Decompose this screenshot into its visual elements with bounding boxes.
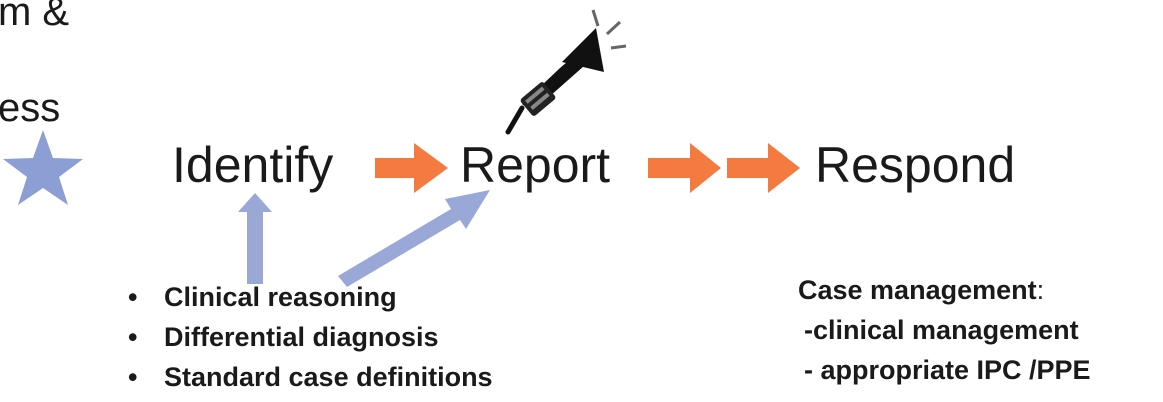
bullet-item: • Differential diagnosis bbox=[128, 317, 493, 357]
identify-bullet-list: • Clinical reasoning • Differential diagno… bbox=[128, 277, 493, 397]
case-management-line: - appropriate IPC /PPE bbox=[804, 355, 1091, 385]
text-fragment-middle: ess bbox=[0, 86, 61, 130]
bullet-item: • Standard case definitions bbox=[128, 357, 493, 397]
case-management-line: -clinical management bbox=[804, 315, 1079, 345]
bullet-text: Clinical reasoning bbox=[164, 282, 397, 312]
trumpet-icon bbox=[505, 9, 627, 135]
flow-arrow-report-respond-1 bbox=[648, 143, 721, 193]
text-fragment-top: m & bbox=[0, 0, 70, 34]
flow-arrow-report-respond-2 bbox=[727, 143, 800, 193]
bullet-text: Standard case definitions bbox=[164, 362, 493, 392]
flow-step-respond: Respond bbox=[815, 137, 1016, 193]
diagonal-arrow-to-report bbox=[338, 190, 490, 287]
flow-arrow-identify-report bbox=[375, 143, 448, 193]
up-arrow-to-identify bbox=[238, 193, 272, 284]
bullet-item: • Clinical reasoning bbox=[128, 277, 493, 317]
flow-step-identify: Identify bbox=[172, 137, 334, 193]
bullet-glyph: • bbox=[128, 282, 138, 312]
case-management-block: Case management: -clinical management - … bbox=[798, 270, 1091, 390]
case-management-title: Case management: bbox=[798, 275, 1045, 305]
bullet-glyph: • bbox=[128, 322, 138, 352]
bullet-text: Differential diagnosis bbox=[164, 322, 439, 352]
flow-step-report: Report bbox=[460, 137, 611, 193]
bullet-glyph: • bbox=[128, 362, 138, 392]
star-icon bbox=[3, 130, 83, 205]
